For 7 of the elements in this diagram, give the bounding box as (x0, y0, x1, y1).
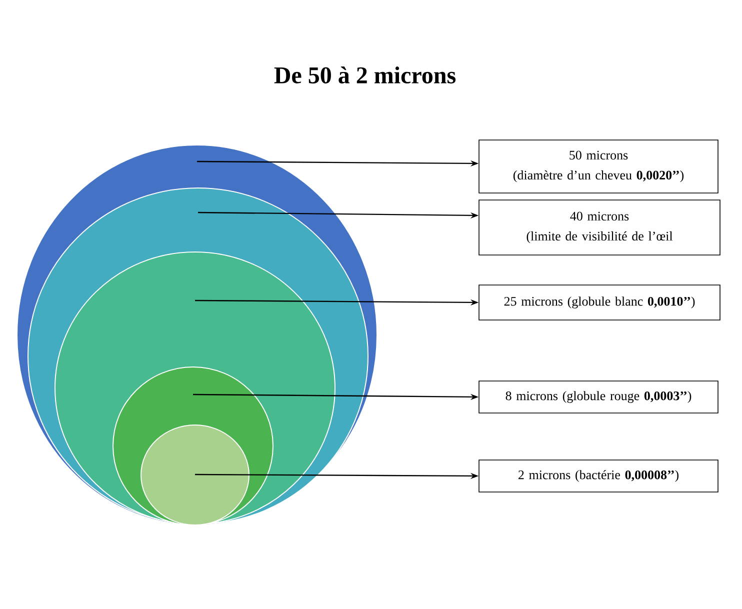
label-box: 40 microns (limite de visibilité de l’œil (478, 200, 720, 256)
title: De 50 à 2 microns (274, 66, 456, 84)
label-box: 2 microns (bactérie 0,00008’’) (478, 460, 718, 492)
label-box: 25 microns (globule blanc 0,0010’’) (478, 284, 720, 320)
label-box: 8 microns (globule rouge 0,0003’’) (478, 380, 718, 414)
label-box: 50 microns (diamètre d’un cheveu 0,0020’’) (478, 140, 718, 194)
circle (140, 424, 250, 526)
